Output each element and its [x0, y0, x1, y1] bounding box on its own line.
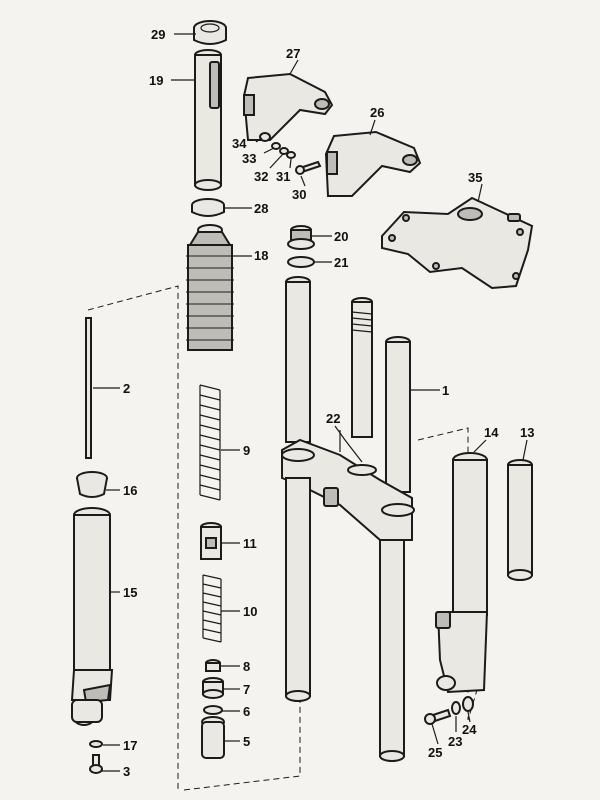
callout-18: 18 — [254, 248, 268, 263]
callout-1: 1 — [442, 383, 449, 398]
callout-labels: 29 19 28 18 2 9 16 11 15 10 8 7 6 5 17 3… — [123, 27, 534, 779]
callout-22: 22 — [326, 411, 340, 426]
callout-6: 6 — [243, 704, 250, 719]
callout-35: 35 — [468, 170, 482, 185]
part-8-nut — [205, 659, 221, 672]
callout-26: 26 — [370, 105, 384, 120]
callout-13: 13 — [520, 425, 534, 440]
part-13-tube — [507, 459, 533, 581]
callout-3: 3 — [123, 764, 130, 779]
callout-33: 33 — [242, 151, 256, 166]
part-21-o-ring — [287, 256, 315, 268]
callout-30: 30 — [292, 187, 306, 202]
part-14-slider — [435, 452, 489, 694]
leader-lines — [93, 33, 528, 772]
part-28-ring — [191, 198, 225, 217]
part-35-plate — [381, 196, 534, 290]
part-18-boot — [186, 224, 234, 351]
callout-29: 29 — [151, 27, 165, 42]
callout-32: 32 — [254, 169, 268, 184]
part-34-nut — [259, 132, 271, 142]
callout-23: 23 — [448, 734, 462, 749]
callout-21: 21 — [334, 255, 348, 270]
part-10-spring — [202, 574, 222, 643]
part-16-seal — [76, 471, 108, 498]
callout-5: 5 — [243, 734, 250, 749]
part-3-bolt — [89, 754, 103, 774]
guide-outlines — [87, 285, 481, 791]
fasteners-30-34 — [259, 132, 322, 175]
callout-28: 28 — [254, 201, 268, 216]
callout-31: 31 — [276, 169, 290, 184]
part-26-bracket — [324, 130, 422, 197]
callout-11: 11 — [243, 536, 257, 551]
part-29-cap — [193, 20, 227, 45]
part-31-washer — [286, 151, 296, 159]
callout-7: 7 — [243, 682, 250, 697]
callout-17: 17 — [123, 738, 137, 753]
part-11-spacer — [200, 522, 222, 560]
callout-10: 10 — [243, 604, 257, 619]
part-6-washer — [203, 705, 223, 715]
part-19-tube — [194, 49, 222, 191]
callout-14: 14 — [484, 425, 499, 440]
callout-8: 8 — [243, 659, 250, 674]
callout-34: 34 — [232, 136, 247, 151]
callout-16: 16 — [123, 483, 137, 498]
part-25-bolt — [424, 708, 452, 725]
part-5-bushing — [201, 716, 225, 759]
boot-folds — [186, 255, 234, 341]
part-23-washer — [451, 701, 461, 715]
part-24-nut — [462, 696, 474, 712]
part-1-fork-assembly — [281, 276, 415, 762]
callout-20: 20 — [334, 229, 348, 244]
part-20-plug — [287, 225, 315, 250]
part-32-washer — [279, 147, 289, 155]
callout-24: 24 — [462, 722, 477, 737]
callout-27: 27 — [286, 46, 300, 61]
callout-15: 15 — [123, 585, 137, 600]
callout-19: 19 — [149, 73, 163, 88]
part-33-washer — [271, 142, 281, 150]
part-27-bracket — [242, 72, 334, 141]
callout-25: 25 — [428, 745, 442, 760]
callout-9: 9 — [243, 443, 250, 458]
part-7-collar — [202, 677, 224, 699]
part-17-washer — [89, 740, 103, 748]
part-2-rod — [85, 317, 92, 459]
part-15-slider — [70, 507, 114, 726]
part-9-spring — [199, 384, 221, 501]
callout-2: 2 — [123, 381, 130, 396]
